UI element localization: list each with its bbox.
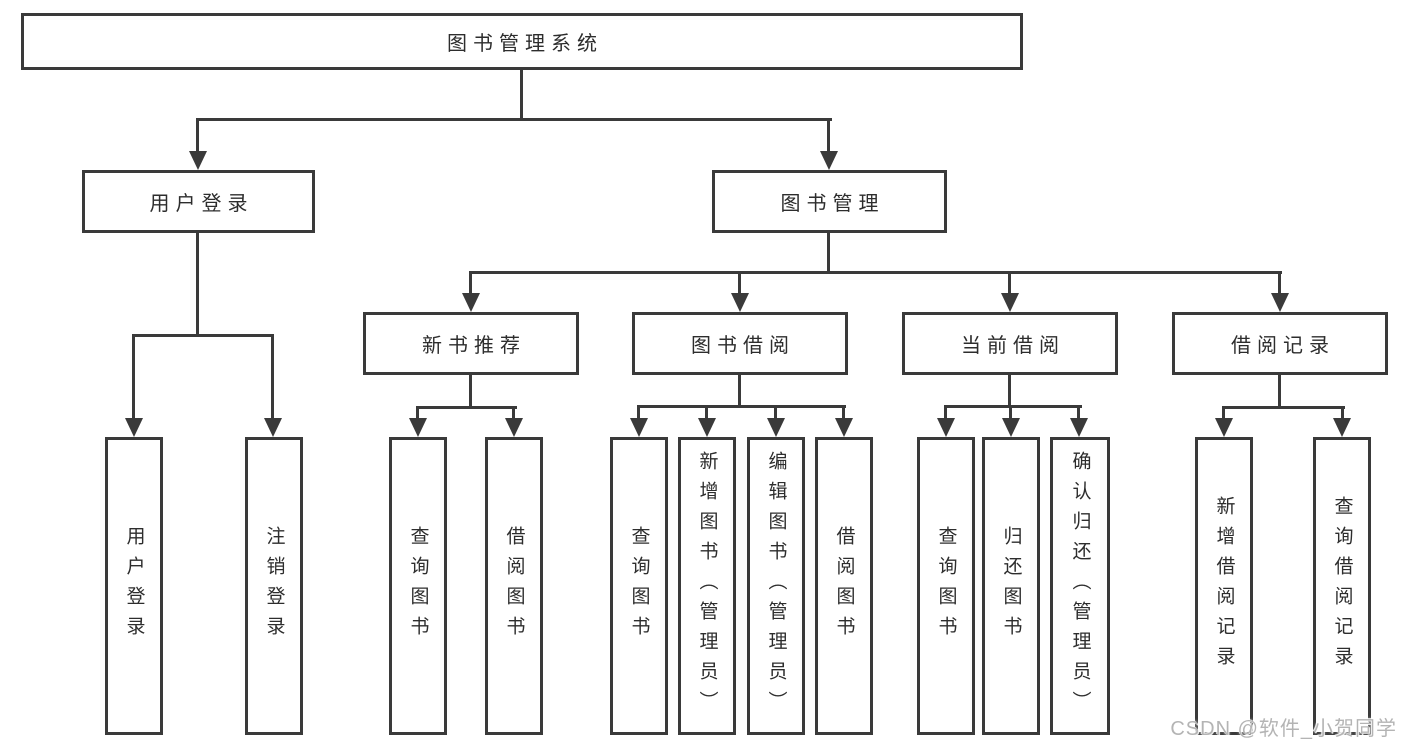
connector-line	[1077, 405, 1080, 420]
node-label: 新增图书（管理员）	[696, 451, 718, 721]
node-label: 归还图书	[1000, 526, 1022, 646]
node-leaf-rec-query: 查询图书	[389, 437, 447, 735]
arrow-down-icon	[1271, 293, 1289, 312]
node-leaf-br-query: 查询借阅记录	[1313, 437, 1371, 735]
connector-line	[944, 405, 1082, 408]
arrow-down-icon	[698, 418, 716, 437]
node-label: 图书管理	[780, 193, 885, 215]
arrow-down-icon	[1002, 418, 1020, 437]
connector-line	[705, 405, 708, 420]
connector-line	[1341, 406, 1344, 421]
connector-line	[469, 271, 1282, 274]
node-label: 编辑图书（管理员）	[765, 451, 787, 721]
connector-line	[827, 232, 830, 273]
connector-line	[774, 405, 777, 420]
node-leaf-cb-return: 归还图书	[982, 437, 1040, 735]
arrow-down-icon	[409, 418, 427, 437]
connector-line	[196, 118, 199, 154]
connector-line	[637, 405, 640, 420]
node-label: 新书推荐	[422, 335, 526, 357]
connector-line	[738, 271, 741, 296]
arrow-down-icon	[462, 293, 480, 312]
node-label: 查询借阅记录	[1331, 496, 1353, 676]
watermark: CSDN @软件_小贺同学	[1170, 718, 1397, 740]
connector-line	[842, 405, 845, 420]
node-leaf-cb-confirm: 确认归还（管理员）	[1050, 437, 1110, 735]
connector-line	[1008, 271, 1011, 296]
node-label: 查询图书	[935, 526, 957, 646]
node-leaf-bb-query: 查询图书	[610, 437, 668, 735]
node-book-borrow: 图书借阅	[632, 312, 848, 375]
arrow-down-icon	[937, 418, 955, 437]
arrow-down-icon	[731, 293, 749, 312]
connector-line	[132, 334, 135, 420]
arrow-down-icon	[1215, 418, 1233, 437]
node-leaf-bb-add: 新增图书（管理员）	[678, 437, 736, 735]
node-leaf-bb-borrow: 借阅图书	[815, 437, 873, 735]
connector-line	[416, 406, 419, 421]
arrow-down-icon	[1070, 418, 1088, 437]
connector-line	[512, 406, 515, 421]
connector-line	[196, 232, 199, 336]
connector-line	[132, 334, 274, 337]
node-label: 注销登录	[263, 526, 285, 646]
node-label: 图书借阅	[691, 335, 795, 357]
node-borrow-records: 借阅记录	[1172, 312, 1388, 375]
node-label: 新增借阅记录	[1213, 496, 1235, 676]
node-label: 用户登录	[123, 526, 145, 646]
connector-line	[827, 118, 830, 154]
arrow-down-icon	[264, 418, 282, 437]
node-label: 图书管理系统	[447, 33, 603, 55]
connector-line	[271, 334, 274, 420]
connector-line	[196, 118, 832, 121]
connector-line	[520, 69, 523, 120]
connector-line	[637, 405, 846, 408]
connector-line	[1222, 406, 1345, 409]
node-leaf-cb-query: 查询图书	[917, 437, 975, 735]
node-leaf-br-add: 新增借阅记录	[1195, 437, 1253, 735]
connector-line	[416, 406, 517, 409]
node-book-mgmt: 图书管理	[712, 170, 947, 233]
arrow-down-icon	[630, 418, 648, 437]
node-user-login: 用户登录	[82, 170, 315, 233]
arrow-down-icon	[767, 418, 785, 437]
node-root: 图书管理系统	[21, 13, 1023, 70]
connector-line	[469, 374, 472, 408]
arrow-down-icon	[1001, 293, 1019, 312]
node-current-borrow: 当前借阅	[902, 312, 1118, 375]
node-new-book-rec: 新书推荐	[363, 312, 579, 375]
arrow-down-icon	[1333, 418, 1351, 437]
connector-line	[1278, 271, 1281, 296]
node-label: 借阅图书	[833, 526, 855, 646]
node-label: 查询图书	[628, 526, 650, 646]
node-leaf-bb-edit: 编辑图书（管理员）	[747, 437, 805, 735]
arrow-down-icon	[820, 151, 838, 170]
connector-line	[1008, 374, 1011, 407]
node-label: 确认归还（管理员）	[1069, 451, 1091, 721]
connector-line	[1009, 405, 1012, 420]
arrow-down-icon	[505, 418, 523, 437]
node-label: 当前借阅	[961, 335, 1065, 357]
connector-line	[1222, 406, 1225, 421]
arrow-down-icon	[125, 418, 143, 437]
connector-line	[1278, 374, 1281, 408]
node-leaf-logout: 注销登录	[245, 437, 303, 735]
arrow-down-icon	[189, 151, 207, 170]
node-label: 借阅图书	[503, 526, 525, 646]
node-leaf-rec-borrow: 借阅图书	[485, 437, 543, 735]
node-label: 借阅记录	[1231, 335, 1335, 357]
arrow-down-icon	[835, 418, 853, 437]
connector-line	[944, 405, 947, 420]
connector-line	[469, 271, 472, 296]
node-label: 查询图书	[407, 526, 429, 646]
node-leaf-login: 用户登录	[105, 437, 163, 735]
connector-line	[738, 374, 741, 407]
node-label: 用户登录	[149, 193, 254, 215]
